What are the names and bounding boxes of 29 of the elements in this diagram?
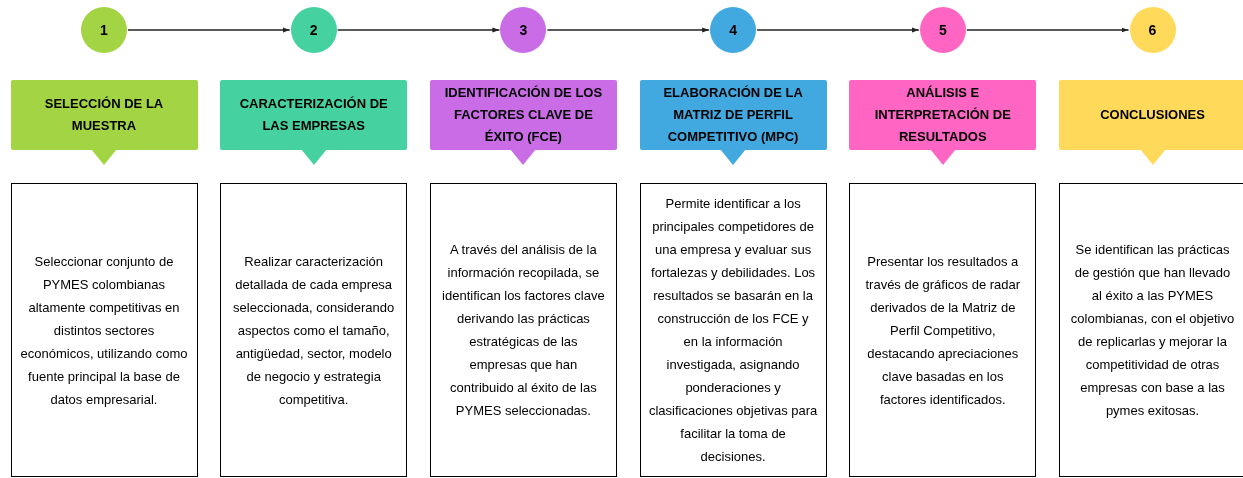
step-number: 3 xyxy=(519,20,528,40)
step-title: SELECCIÓN DE LA MUESTRA xyxy=(43,95,165,135)
description-box xyxy=(429,183,617,477)
step-description: Seleccionar conjunto de PYMES colombianas altamente competitivas en distintos sectores económicos, utilizando como fuente principal la base de datos empresarial. xyxy=(19,252,189,409)
step-title: CARACTERIZACIÓN DE LAS EMPRESAS xyxy=(238,95,389,135)
step-description: A través del análisis de la información recopilada, se identifican los factores clave derivando las prácticas estratégicas de las empresas que han contribuido al éxito de las PYMES seleccionadas. xyxy=(441,241,606,420)
step-description: Presentar los resultados a través de gráficos de radar derivados de la Matriz de Perfil Competitivo, destacando apreciaciones clave basadas en los factores identificados. xyxy=(864,252,1022,409)
arrow xyxy=(337,27,501,33)
description-box xyxy=(220,183,408,477)
step-number: 4 xyxy=(729,20,737,40)
step-title: CONCLUSIONES xyxy=(1100,106,1205,124)
arrow xyxy=(127,27,291,33)
description-box xyxy=(10,183,198,477)
step-description: Permite identificar a los principales competidores de una empresa y evaluar sus fortalezas y debilidades. Los resultados se basarán en la construcción de los FCE y en la información investigada, asignando ponderaciones y clasificaciones objetivas para facilitar la toma de decisiones. xyxy=(648,195,818,466)
step-title: ELABORACIÓN DE LA MATRIZ DE PERFIL COMPETITIVO (MPC) xyxy=(662,84,804,146)
step-description: Realizar caracterización detallada de cada empresa seleccionada, considerando aspectos como el tamaño, antigüedad, sector, modelo de negocio y estrategia competitiva. xyxy=(232,252,396,409)
step-number: 5 xyxy=(938,20,947,40)
description-box xyxy=(849,183,1037,477)
arrow xyxy=(756,27,920,33)
step-number: 6 xyxy=(1148,20,1157,40)
step-number: 1 xyxy=(100,20,108,40)
arrow xyxy=(546,27,710,33)
step-title: ANÁLISIS E INTERPRETACIÓN DE RESULTADOS xyxy=(873,84,1012,146)
description-box xyxy=(1059,183,1243,477)
description-box xyxy=(639,183,827,477)
arrow xyxy=(966,27,1130,33)
step-description: Se identifican las prácticas de gestión que han llevado al éxito a las PYMES colombianas, con el objetivo de replicarlas y mejorar la competitividad de otras empresas con base a las pymes exitosas. xyxy=(1069,241,1236,420)
step-title: IDENTIFICACIÓN DE LOS FACTORES CLAVE DE ÉXITO (FCE) xyxy=(443,84,604,146)
step-number: 2 xyxy=(309,20,318,40)
